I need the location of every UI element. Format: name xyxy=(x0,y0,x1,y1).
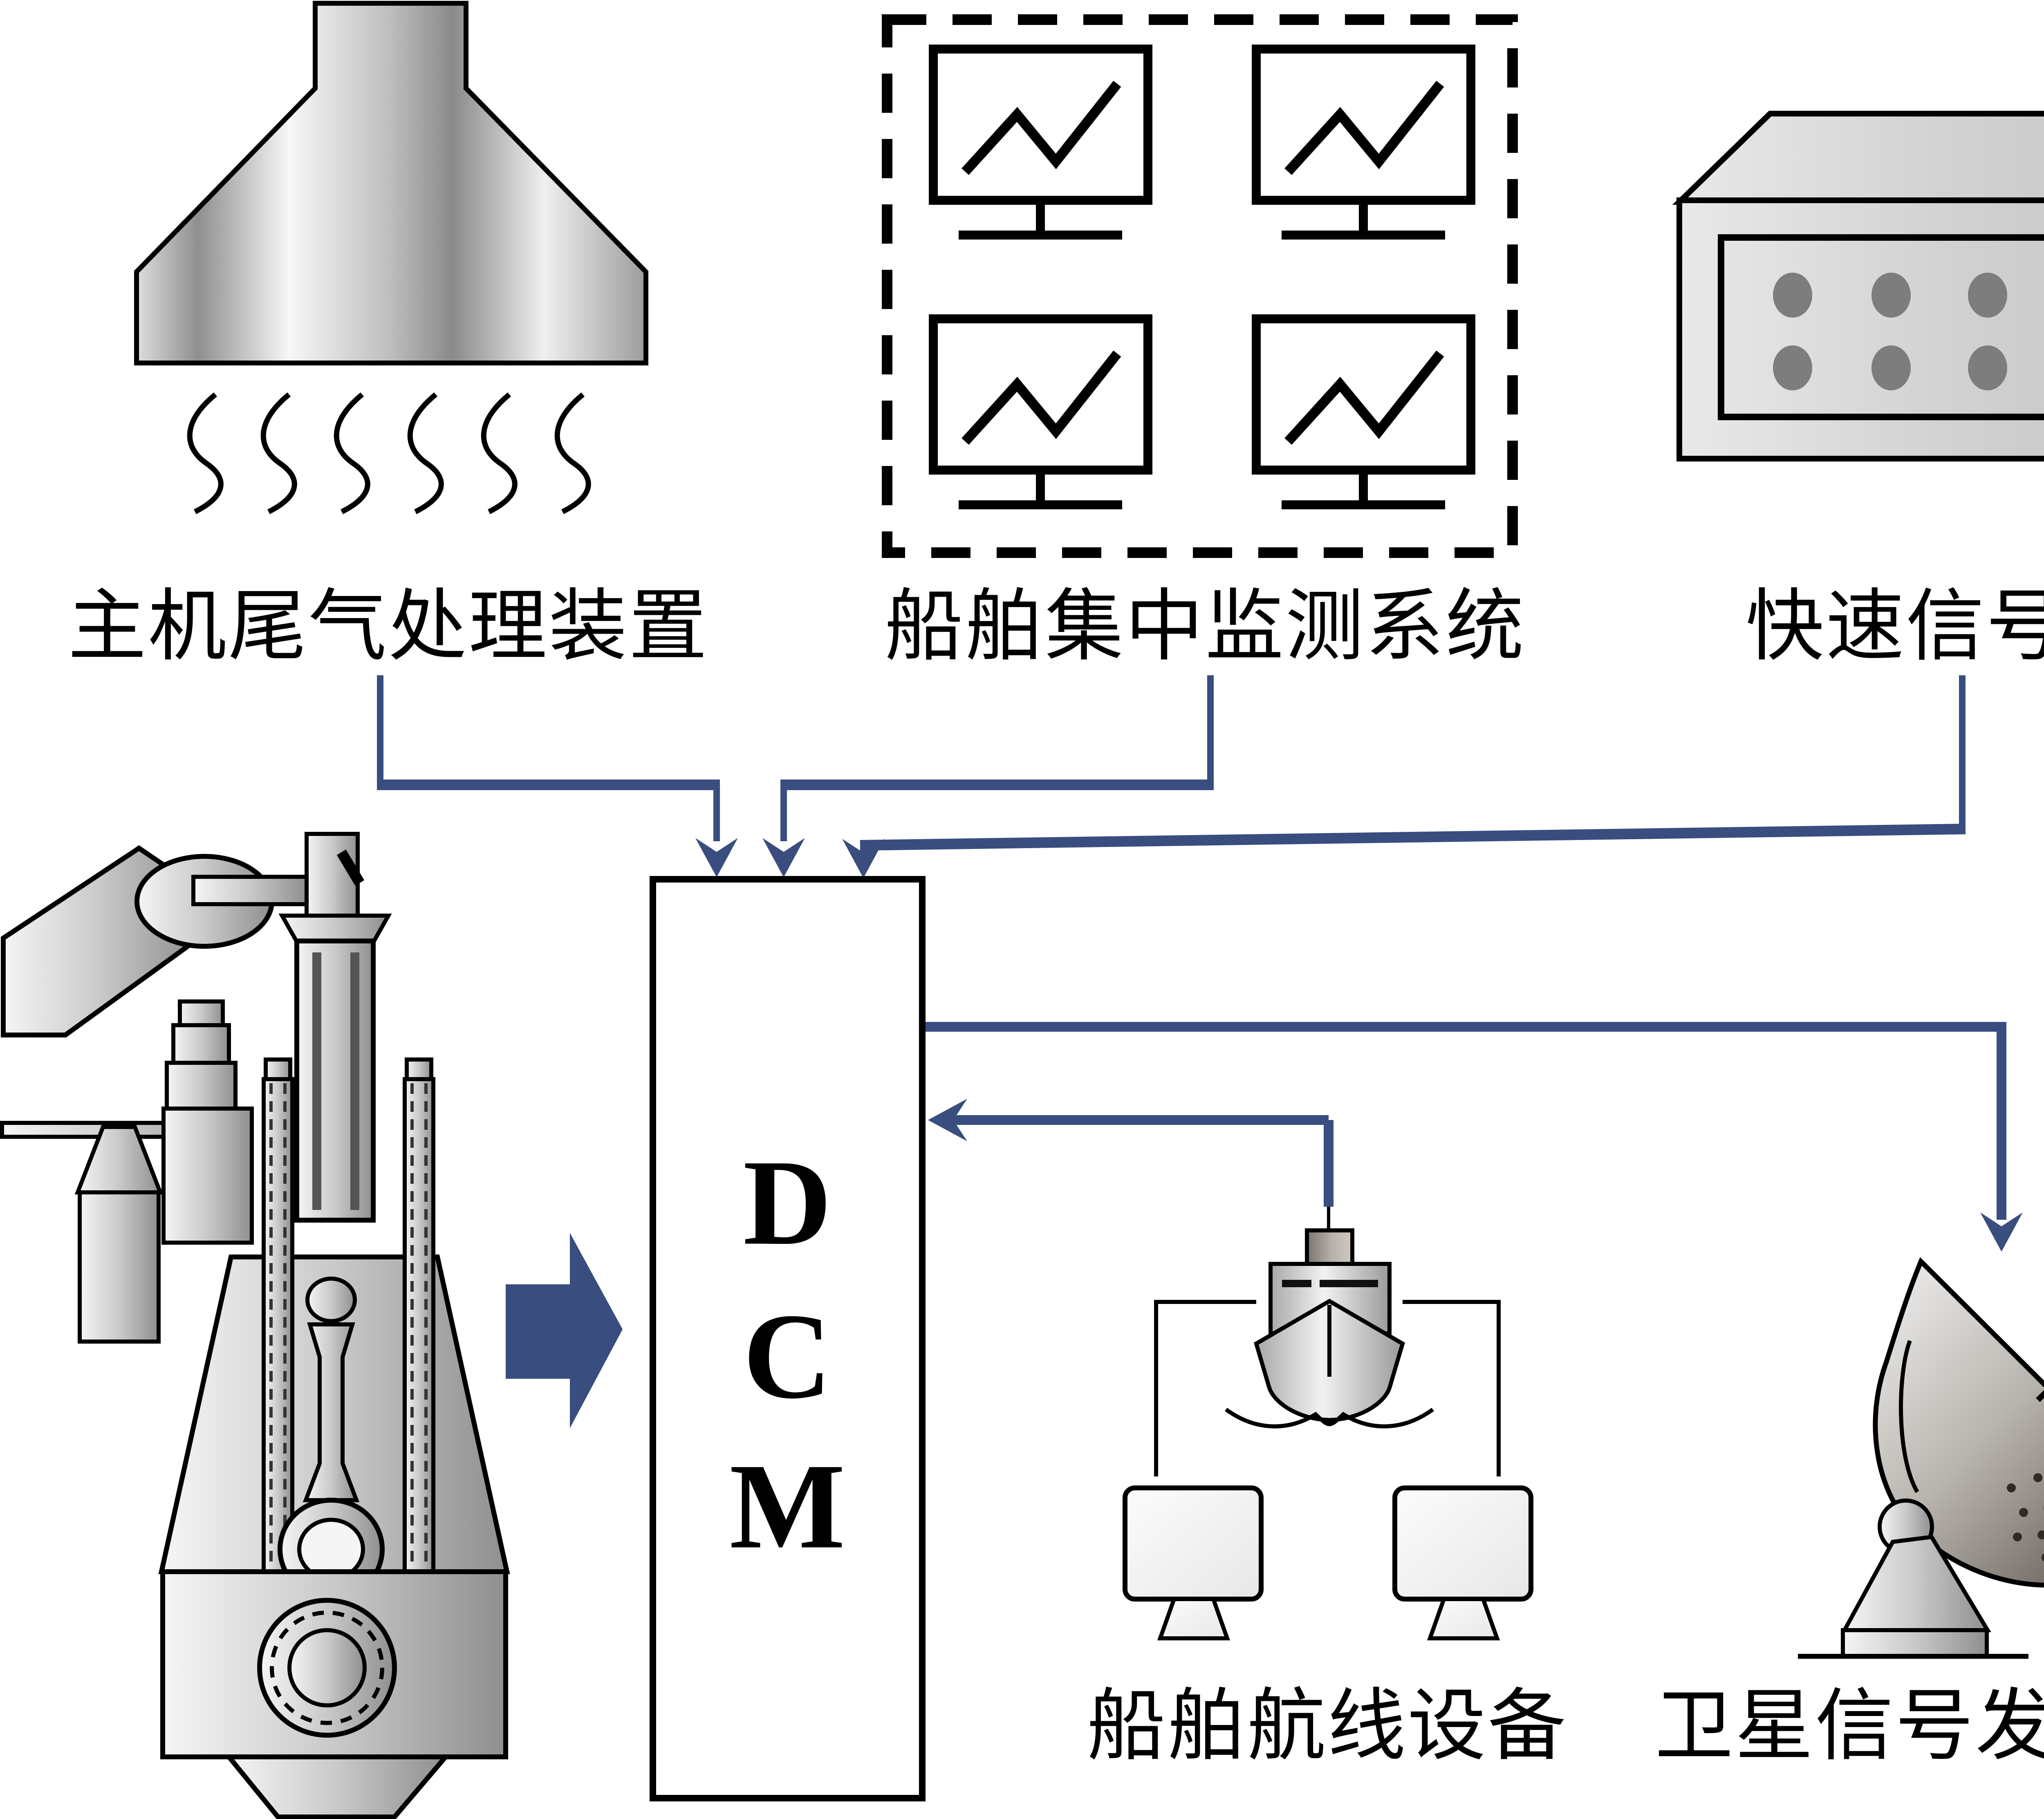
heat-waves-icon xyxy=(187,392,591,514)
engine-icon xyxy=(0,832,510,1819)
connector-dcm-to-satellite xyxy=(922,1022,2023,1252)
ship-icon xyxy=(1225,1207,1434,1429)
signal-box-icon xyxy=(1672,111,2044,461)
connector-arrow-icon xyxy=(1980,1212,2023,1252)
monitors-grid-icon xyxy=(882,14,1518,558)
label-monitoring: 船舶集中监测系统 xyxy=(885,583,1526,670)
monitor-icon xyxy=(933,49,1148,235)
ship-to-monitors-lines xyxy=(1154,1300,1501,1476)
connector-signalbox-to-dcm xyxy=(842,675,1966,878)
label-route-equipment: 船舶航线设备 xyxy=(1087,1683,1568,1770)
engine-stud-lines xyxy=(269,1083,428,1568)
satellite-dish-icon xyxy=(1798,1257,2044,1659)
connector-arrow-icon xyxy=(762,838,805,877)
monitor-icon xyxy=(933,319,1148,505)
block-arrow-icon xyxy=(506,1233,623,1428)
connector-arrow-icon xyxy=(842,839,885,878)
connector-arrow-icon xyxy=(928,1099,967,1141)
dish-dots xyxy=(2007,1473,2044,1561)
monitor-icon xyxy=(1256,49,1471,235)
workstation-monitor-icon xyxy=(1123,1485,1264,1640)
exhaust-hood-icon xyxy=(134,1,648,365)
workstation-monitor-icon xyxy=(1392,1485,1533,1640)
dcm-letter-d: D xyxy=(743,1134,832,1270)
label-signal-box: 快速信号箱 xyxy=(1746,583,2044,670)
dcm-letter-m: M xyxy=(729,1438,845,1574)
monitor-icon xyxy=(1256,319,1471,505)
label-exhaust: 主机尾气处理装置 xyxy=(68,583,709,670)
dcm-box xyxy=(650,876,926,1801)
connector-exhaust-to-dcm xyxy=(377,675,738,877)
connector-ship-to-dcm xyxy=(928,1099,1334,1207)
connector-monitoring-to-dcm xyxy=(762,675,1214,877)
dcm-letter-c: C xyxy=(743,1288,832,1424)
waves-icon xyxy=(1225,1407,1434,1429)
connector-arrow-icon xyxy=(695,838,738,877)
label-satellite: 卫星信号发射装置 xyxy=(1655,1683,2044,1770)
port-dots xyxy=(1773,273,2007,390)
